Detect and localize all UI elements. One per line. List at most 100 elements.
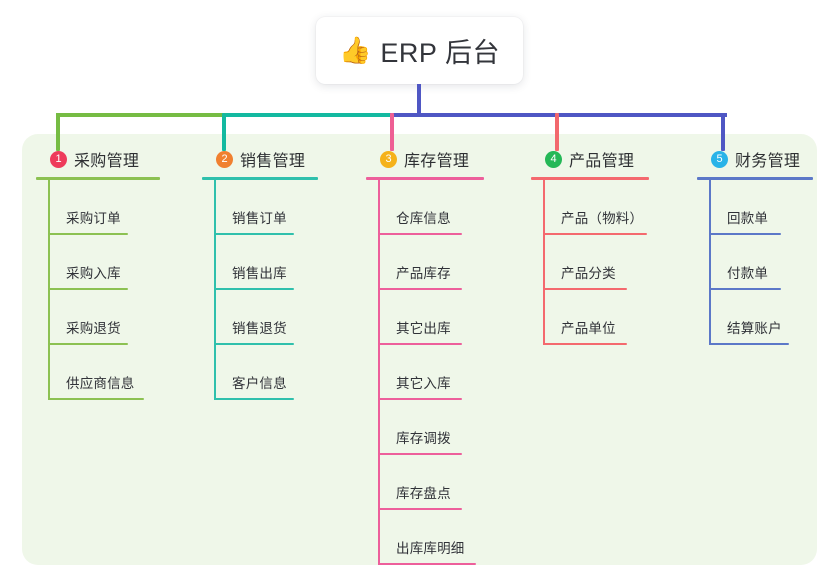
branch-column-3[interactable]: 3 库存管理仓库信息产品库存其它出库其它入库库存调拨库存盘点出库库明细 [366, 147, 484, 565]
leaf-node[interactable]: 其它入库 [366, 345, 484, 400]
leaf-node[interactable]: 采购入库 [36, 235, 160, 290]
thumbs-up-icon: 👍 [339, 34, 372, 65]
branch-leg-1 [56, 113, 60, 151]
branch-leg-5 [721, 113, 725, 151]
branch-leaf-list: 采购订单采购入库采购退货供应商信息 [36, 180, 160, 400]
branch-spine [48, 180, 50, 400]
branch-header-rule [202, 177, 318, 180]
leaf-node[interactable]: 采购订单 [36, 180, 160, 235]
leaf-rule [709, 233, 781, 235]
leaf-label: 客户信息 [232, 376, 287, 391]
branch-index-badge: 2 [216, 150, 233, 168]
branch-header-5[interactable]: 5 财务管理 [697, 147, 813, 171]
leaf-node[interactable]: 库存调拨 [366, 400, 484, 455]
leaf-label: 其它入库 [396, 376, 451, 391]
branch-title: 产品管理 [569, 153, 635, 170]
branch-title: 库存管理 [404, 153, 470, 170]
leaf-label: 供应商信息 [66, 376, 135, 391]
leaf-node[interactable]: 销售退货 [202, 290, 318, 345]
leaf-label: 出库库明细 [396, 541, 465, 556]
branch-spine [378, 180, 380, 565]
leaf-label: 采购入库 [66, 266, 121, 281]
bus-segment-1 [56, 113, 226, 117]
leaf-rule [378, 508, 462, 510]
leaf-node[interactable]: 产品分类 [531, 235, 649, 290]
leaf-label: 采购订单 [66, 211, 121, 226]
leaf-node[interactable]: 仓库信息 [366, 180, 484, 235]
leaf-label: 销售出库 [232, 266, 287, 281]
leaf-label: 产品分类 [561, 266, 616, 281]
leaf-label: 采购退货 [66, 321, 121, 336]
branch-index-badge: 3 [380, 150, 397, 168]
leaf-node[interactable]: 供应商信息 [36, 345, 160, 400]
leaf-rule [378, 233, 462, 235]
leaf-node[interactable]: 结算账户 [697, 290, 813, 345]
branch-leaf-list: 产品（物料） 产品分类产品单位 [531, 180, 649, 345]
branch-spine [709, 180, 711, 345]
leaf-node[interactable]: 客户信息 [202, 345, 318, 400]
leaf-rule [543, 343, 627, 345]
leaf-label: 产品单位 [561, 321, 616, 336]
leaf-label: 付款单 [727, 266, 769, 281]
branch-leg-2 [222, 113, 226, 151]
root-stem-connector [417, 84, 421, 116]
leaf-rule [378, 398, 462, 400]
leaf-node[interactable]: 产品库存 [366, 235, 484, 290]
leaf-rule [543, 288, 627, 290]
branch-index-badge: 1 [50, 150, 67, 168]
leaf-rule [709, 288, 781, 290]
leaf-rule [48, 233, 128, 235]
branch-spine [543, 180, 545, 345]
branch-column-5[interactable]: 5 财务管理回款单付款单结算账户 [697, 147, 813, 345]
leaf-label: 结算账户 [727, 321, 782, 336]
leaf-rule [378, 453, 462, 455]
branch-title: 销售管理 [240, 153, 306, 170]
leaf-label: 库存盘点 [396, 486, 451, 501]
branch-header-rule [366, 177, 484, 180]
branch-header-rule [36, 177, 160, 180]
bus-segment-2 [226, 113, 390, 117]
branch-leaf-list: 回款单付款单结算账户 [697, 180, 813, 345]
leaf-rule [214, 233, 294, 235]
leaf-label: 产品库存 [396, 266, 451, 281]
leaf-rule [48, 343, 128, 345]
leaf-rule [214, 398, 294, 400]
leaf-rule [709, 343, 789, 345]
leaf-label: 库存调拨 [396, 431, 451, 446]
leaf-label: 销售退货 [232, 321, 287, 336]
leaf-node[interactable]: 销售订单 [202, 180, 318, 235]
diagram-background-panel [22, 134, 817, 565]
leaf-rule [378, 563, 476, 565]
branch-header-rule [697, 177, 813, 180]
leaf-rule [214, 343, 294, 345]
branch-header-rule [531, 177, 649, 180]
leaf-node[interactable]: 回款单 [697, 180, 813, 235]
leaf-node[interactable]: 销售出库 [202, 235, 318, 290]
branch-index-badge: 5 [711, 150, 728, 168]
leaf-label: 其它出库 [396, 321, 451, 336]
root-node-title: ERP 后台 [380, 38, 500, 68]
branch-leaf-list: 仓库信息产品库存其它出库其它入库库存调拨库存盘点出库库明细 [366, 180, 484, 565]
leaf-node[interactable]: 产品（物料） [531, 180, 649, 235]
leaf-node[interactable]: 库存盘点 [366, 455, 484, 510]
leaf-node[interactable]: 付款单 [697, 235, 813, 290]
branch-header-2[interactable]: 2 销售管理 [202, 147, 318, 171]
leaf-label: 仓库信息 [396, 211, 451, 226]
branch-leaf-list: 销售订单销售出库销售退货客户信息 [202, 180, 318, 400]
leaf-node[interactable]: 其它出库 [366, 290, 484, 345]
leaf-node[interactable]: 采购退货 [36, 290, 160, 345]
branch-title: 财务管理 [735, 153, 801, 170]
leaf-label: 产品（物料） [561, 211, 644, 226]
leaf-rule [48, 288, 128, 290]
root-node-card[interactable]: 👍 ERP 后台 [316, 17, 523, 84]
leaf-node[interactable]: 产品单位 [531, 290, 649, 345]
branch-column-2[interactable]: 2 销售管理销售订单销售出库销售退货客户信息 [202, 147, 318, 400]
branch-header-3[interactable]: 3 库存管理 [366, 147, 484, 171]
leaf-rule [378, 343, 462, 345]
leaf-node[interactable]: 出库库明细 [366, 510, 484, 565]
